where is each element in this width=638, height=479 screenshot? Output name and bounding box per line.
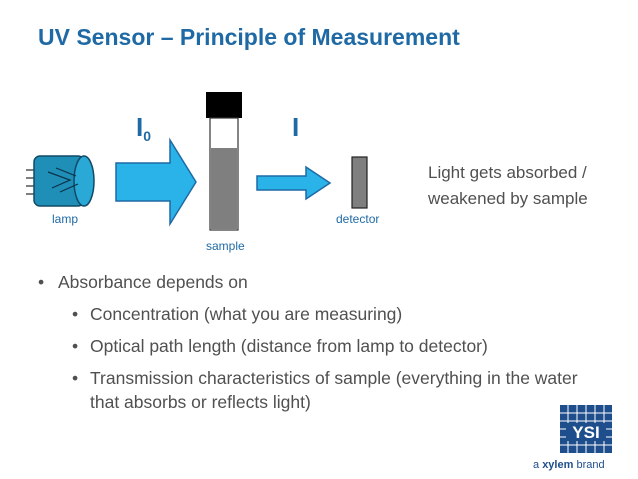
i0-label: I0 [136, 112, 152, 144]
arrow-right-icon [115, 137, 197, 227]
list-item: • Absorbance depends on [38, 270, 598, 294]
lamp-label: lamp [52, 212, 79, 226]
list-item: • Transmission characteristics of sample… [72, 366, 598, 414]
list-item: • Concentration (what you are measuring) [72, 302, 598, 326]
bullet-marker: • [72, 304, 79, 324]
list-item: • Optical path length (distance from lam… [72, 334, 598, 358]
bullet-text: Transmission characteristics of sample (… [90, 368, 578, 412]
bullet-text: Concentration (what you are measuring) [90, 304, 403, 324]
i-label: I [292, 112, 300, 142]
detector-label: detector [336, 212, 380, 226]
brand-tagline: a xylem brand [533, 459, 605, 471]
measurement-diagram [26, 92, 368, 231]
bullet-marker: • [38, 272, 45, 292]
cuvette-icon [206, 92, 242, 231]
bullet-marker: • [72, 368, 79, 388]
arrow-right-icon [256, 165, 332, 201]
bullet-text: Absorbance depends on [58, 272, 248, 292]
page-title: UV Sensor – Principle of Measurement [38, 24, 460, 50]
sample-label: sample [206, 239, 245, 253]
bullet-marker: • [72, 336, 79, 356]
detector-icon [351, 156, 368, 209]
lamp-icon [26, 155, 95, 207]
bullet-list: • Absorbance depends on • Concentration … [38, 270, 598, 414]
bullet-text: Optical path length (distance from lamp … [90, 336, 488, 356]
svg-text:YSI: YSI [572, 423, 599, 442]
side-note: Light gets absorbed / weakened by sample [428, 163, 588, 208]
ysi-logo: YSI [560, 405, 612, 453]
